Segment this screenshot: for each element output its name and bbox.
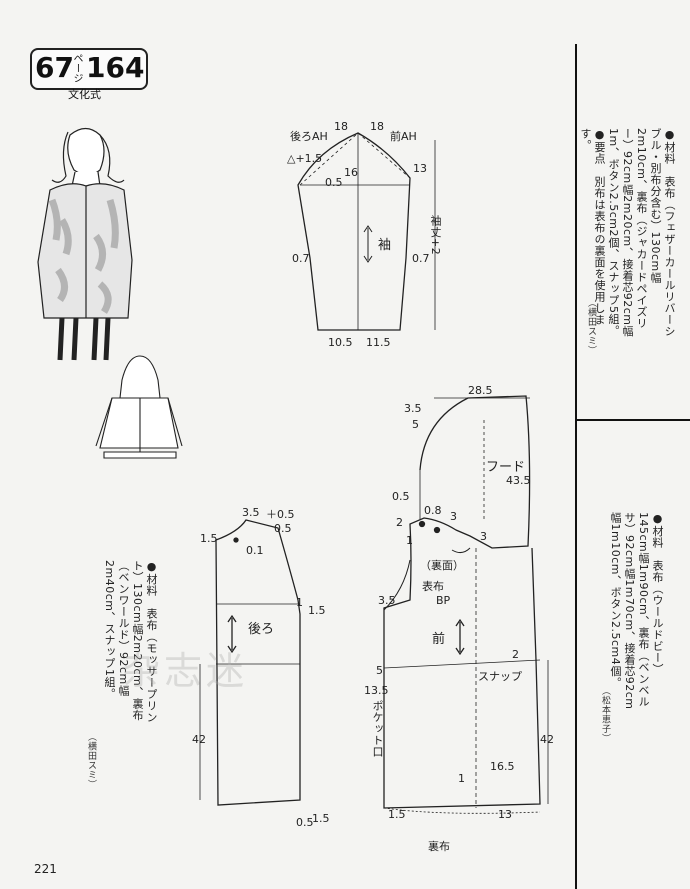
page-label: ページ — [71, 53, 82, 83]
sleeve-dim: 0.5 — [325, 176, 343, 189]
front-dim: 1 — [458, 772, 465, 785]
front-dim: 42 — [540, 733, 554, 746]
back-bodice-pattern — [199, 519, 301, 806]
front-dim: 13 — [498, 808, 512, 821]
back-dim: 3.5 — [242, 506, 260, 519]
front-bodice-hood-pattern — [383, 395, 549, 814]
sleeve-dim: 18 — [370, 120, 384, 133]
sleeve-dim: 11.5 — [366, 336, 391, 349]
watermark: 杂志迷 — [122, 649, 249, 693]
back-dim: ＋0.5 — [266, 508, 295, 521]
credit-left: （横田スミ） — [86, 732, 96, 789]
sleeve-length-label: 袖丈+2 — [429, 215, 442, 256]
sleeve-dim: 10.5 — [328, 336, 353, 349]
front-dim: 5 — [376, 664, 383, 677]
bust-point-label: BP — [436, 594, 451, 607]
front-dim: 13.5 — [364, 684, 389, 697]
sleeve-label: 袖 — [378, 238, 392, 253]
lining-label: 裏布 — [428, 840, 450, 853]
pocket-opening-label: ポケット口 — [371, 700, 384, 758]
credit-top: （横田スミ） — [586, 298, 596, 355]
credit-bottom: （松本恵子） — [600, 686, 610, 743]
front-dim: 43.5 — [506, 474, 531, 487]
back-dim: 0.5 — [274, 522, 292, 535]
front-dim: 2 — [512, 648, 519, 661]
back-dim: 1.5 — [200, 532, 218, 545]
sleeve-dim: 0.7 — [292, 252, 310, 265]
front-dim: 1 — [406, 534, 413, 547]
pattern-number-badge — [30, 48, 148, 90]
sleeve-dim: 0.7 — [412, 252, 430, 265]
back-dim: 1 — [296, 596, 303, 609]
drafting-system-label: 文化式 — [68, 88, 101, 101]
front-dim: 5 — [412, 418, 419, 431]
back-dim: 0.5 — [296, 816, 314, 829]
front-dim: 0.8 — [424, 504, 442, 517]
back-view-illustration — [95, 355, 183, 459]
back-dim: 1.5 — [308, 604, 326, 617]
materials-text-bottom: ●材料 表布（ウールドビー）145cm幅1m90cm、裏布（ベンベルサ）92cm… — [609, 512, 664, 710]
front-piece-label: 前 — [432, 632, 446, 647]
facing-label: 表布 — [422, 580, 444, 593]
sleeve-dim: 16 — [344, 166, 358, 179]
front-dim: 3.5 — [404, 402, 422, 415]
front-dim: 16.5 — [490, 760, 515, 773]
materials-text-top: ●材料 表布（フェザーカールリバーシブル・別布分含む）130cm幅2m10cm、… — [579, 128, 676, 337]
materials-text-left: ●材料 表布（モッサープリント）130cm幅2m20cm、裏布（ベンワールド）9… — [103, 560, 158, 723]
reference-page-number: 164 — [86, 51, 145, 84]
back-armhole-label: 後ろAH — [290, 130, 328, 143]
model-illustration — [37, 127, 133, 361]
snap-label: スナップ — [478, 670, 522, 683]
sleeve-dim: 18 — [334, 120, 348, 133]
back-piece-label: 後ろ — [248, 622, 275, 637]
back-dim: 0.1 — [246, 544, 264, 557]
sleeve-pattern — [297, 132, 436, 331]
page-number: 221 — [34, 862, 57, 876]
front-dim: 3 — [480, 530, 487, 543]
back-dim: 42 — [192, 733, 206, 746]
front-dim: 2 — [396, 516, 403, 529]
back-dim: 1.5 — [312, 812, 330, 825]
hood-label: フード — [486, 460, 526, 475]
model-number: 67 — [35, 51, 74, 84]
front-dim: 28.5 — [468, 384, 493, 397]
front-armhole-label: 前AH — [390, 130, 417, 143]
sleeve-dim: △+1.5 — [287, 152, 323, 165]
front-dim: 3.5 — [378, 594, 396, 607]
front-dim: 1.5 — [388, 808, 406, 821]
front-dim: 0.5 — [392, 490, 410, 503]
facing-reverse-label: （裏面） — [420, 559, 464, 572]
front-dim: 3 — [450, 510, 457, 523]
sleeve-dim: 13 — [413, 162, 427, 175]
